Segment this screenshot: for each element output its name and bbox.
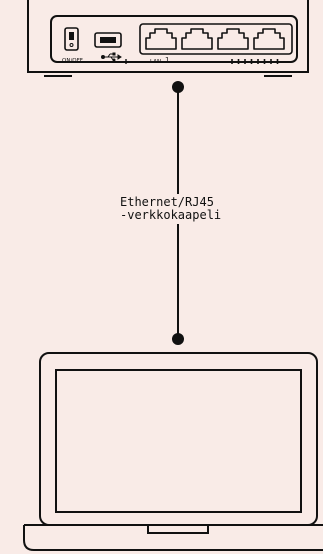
power-switch-icon [64, 27, 79, 51]
router: ON/OFF LAN 1 [27, 0, 309, 77]
ethernet-port-icon [217, 28, 249, 50]
vent-icon [231, 59, 279, 64]
cable-label-line2: -verkkokaapeli [120, 208, 222, 222]
laptop-base [23, 524, 323, 551]
cable-end-top [172, 81, 184, 93]
cable-label: Ethernet/RJ45 -verkkokaapeli [118, 194, 224, 224]
cable-label-line1: Ethernet/RJ45 [120, 195, 214, 209]
lan-port-number: 1 [165, 56, 169, 64]
ethernet-port-icon [145, 28, 177, 50]
router-panel [50, 15, 298, 63]
laptop-icon [23, 352, 323, 551]
laptop-screen [55, 369, 302, 513]
ethernet-port-icon [181, 28, 213, 50]
cable-end-bottom [172, 333, 184, 345]
lan-port-group [139, 23, 293, 55]
usb-port-icon [94, 32, 122, 48]
lan-label: LAN [150, 59, 161, 65]
usb-symbol-icon [101, 52, 122, 62]
laptop-notch [147, 525, 209, 534]
ethernet-ports [145, 28, 285, 50]
laptop-lid [39, 352, 318, 526]
switch-label: ON/OFF [62, 58, 83, 64]
ethernet-port-icon [253, 28, 285, 50]
